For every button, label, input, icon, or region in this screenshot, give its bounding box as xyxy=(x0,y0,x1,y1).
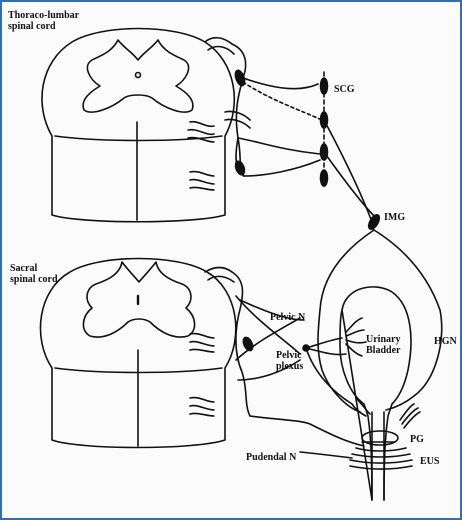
lower-nerve-roots xyxy=(190,268,234,417)
label-pudendal-n: Pudendal N xyxy=(246,452,296,463)
label-scg: SCG xyxy=(334,84,355,95)
label-img: IMG xyxy=(384,212,405,223)
label-urinary-bladder: Urinary Bladder xyxy=(366,334,400,356)
label-eus: EUS xyxy=(420,456,439,467)
label-pelvic-n: Pelvic N xyxy=(270,312,305,323)
label-pg: PG xyxy=(410,434,424,445)
label-hgn: HGN xyxy=(434,336,457,347)
label-thoraco-lumbar-spinal-cord: Thoraco-lumbar spinal cord xyxy=(8,10,79,32)
central-canal-upper xyxy=(136,73,141,78)
label-pelvic-plexus: Pelvic plexus xyxy=(276,350,303,372)
scg-chain xyxy=(321,72,328,186)
sacral-cord-section xyxy=(40,259,235,448)
label-sacral-spinal-cord: Sacral spinal cord xyxy=(10,263,58,285)
